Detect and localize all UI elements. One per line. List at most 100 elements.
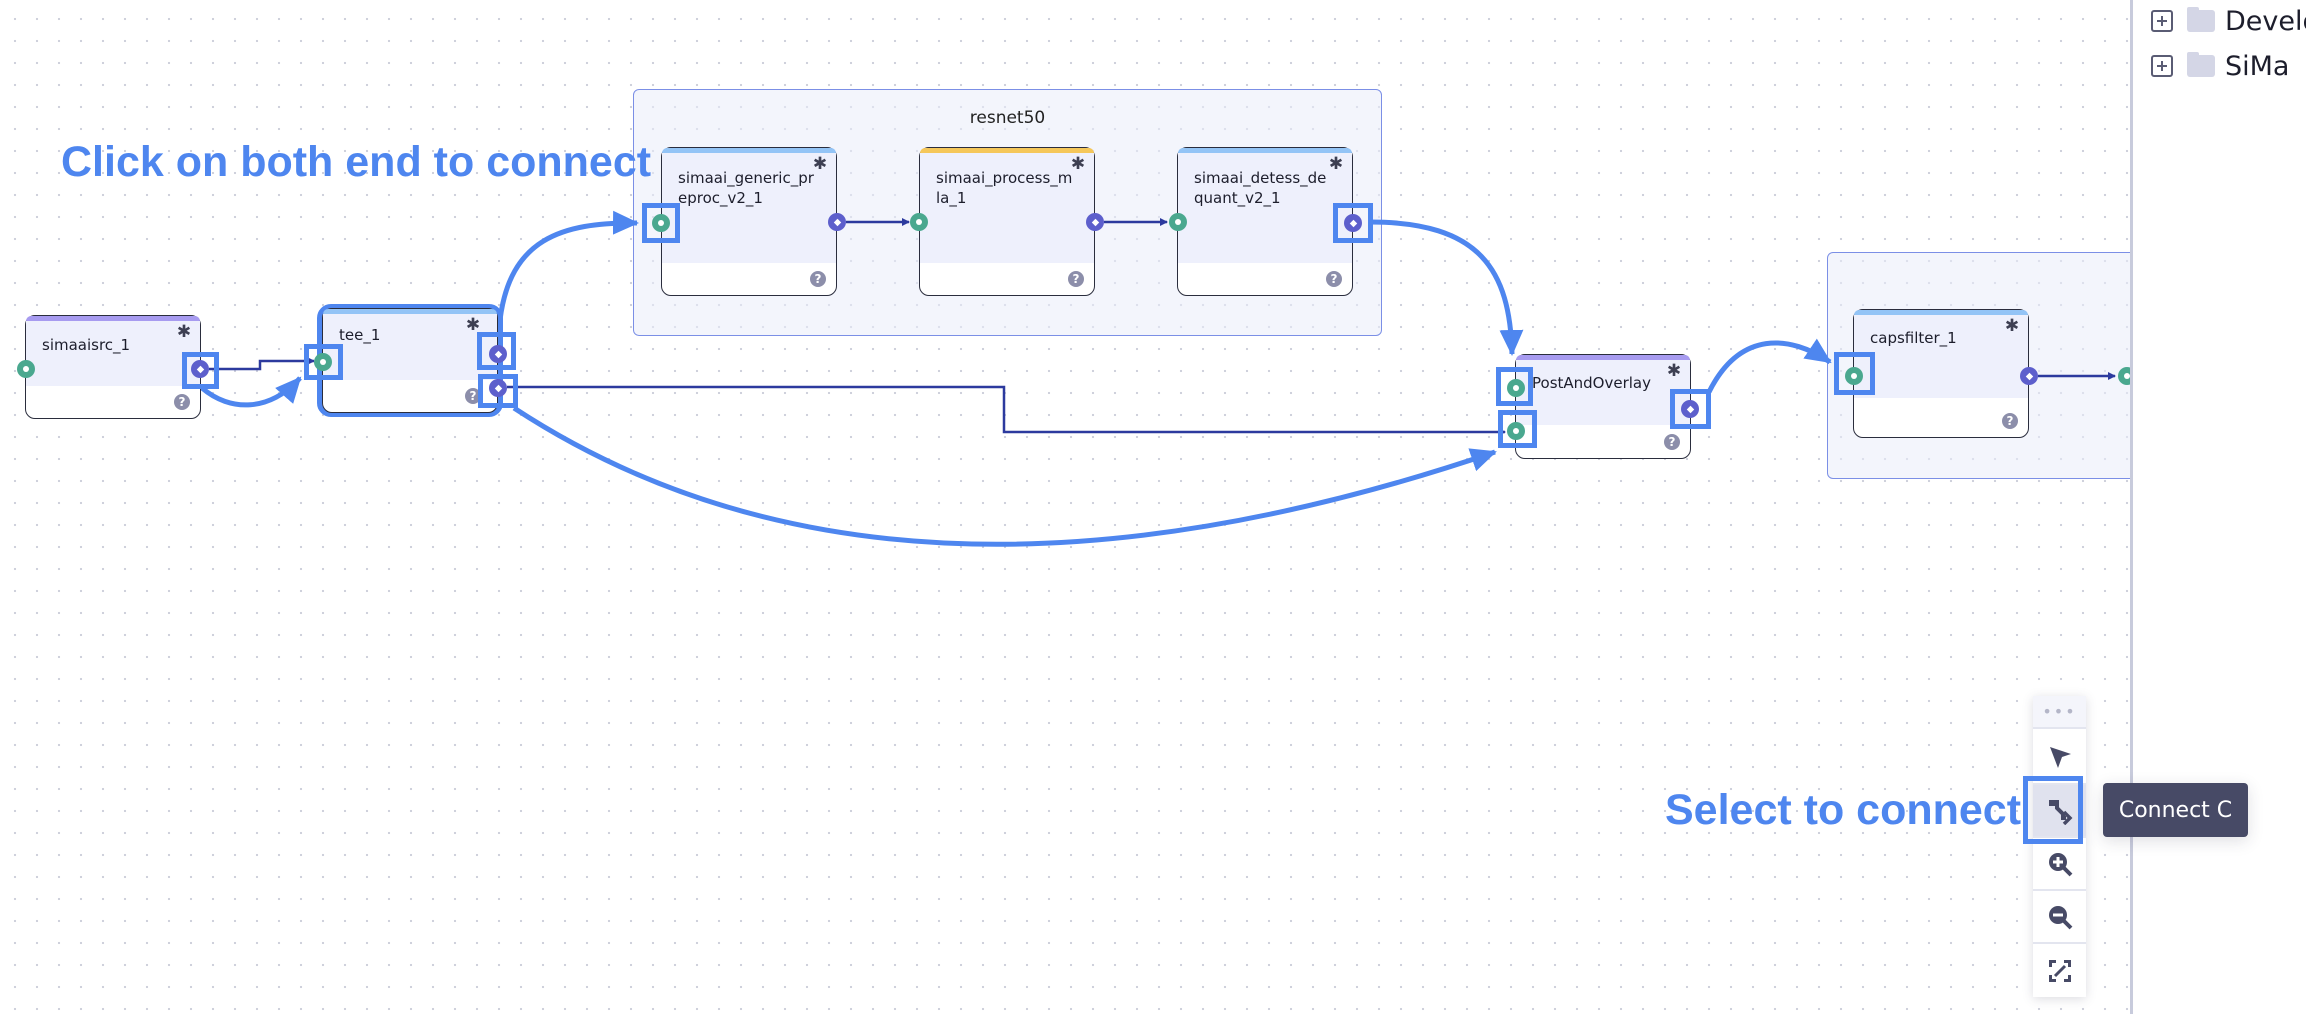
- gear-icon[interactable]: ✱: [1666, 361, 1682, 381]
- input-port-preproc[interactable]: [652, 214, 670, 232]
- highlight-box: [477, 332, 516, 370]
- gear-icon[interactable]: ✱: [812, 154, 828, 174]
- node-generic-preproc[interactable]: simaai_generic_preproc_v2_1 ✱ ?: [661, 147, 837, 296]
- pipeline-canvas[interactable]: resnet50 Click on both end to connect Se…: [0, 0, 2130, 1014]
- node-process-mla[interactable]: simaai_process_mla_1 ✱ ?: [919, 147, 1095, 296]
- highlight-box: [1333, 203, 1373, 243]
- output-port-detess[interactable]: [1344, 214, 1362, 232]
- edge-simaaisrc-tee[interactable]: [209, 357, 315, 371]
- gear-icon[interactable]: ✱: [2004, 316, 2020, 336]
- node-simaaisrc[interactable]: simaaisrc_1 ✱ ?: [25, 315, 201, 419]
- ellipsis-icon: •••: [2042, 702, 2077, 721]
- node-title: PostAndOverlay: [1532, 374, 1651, 392]
- node-postandoverlay[interactable]: PostAndOverlay ✱ ?: [1515, 354, 1691, 459]
- output-port-preproc[interactable]: [828, 213, 846, 231]
- gear-icon[interactable]: ✱: [1070, 154, 1086, 174]
- node-header: [1516, 355, 1690, 360]
- expand-plus-icon[interactable]: [2151, 55, 2173, 77]
- gear-icon[interactable]: ✱: [1328, 154, 1344, 174]
- tree-item-label: Develo: [2225, 5, 2306, 37]
- help-icon[interactable]: ?: [465, 388, 481, 404]
- zoom-out-button[interactable]: [2033, 891, 2086, 944]
- component-sidebar: Develo SiMa: [2130, 0, 2306, 1014]
- zoom-out-icon: [2048, 905, 2072, 929]
- highlight-box: [1834, 352, 1875, 395]
- tree-item-sima[interactable]: SiMa: [2151, 50, 2290, 82]
- node-header: [1854, 310, 2028, 315]
- node-capsfilter[interactable]: capsfilter_1 ✱ ?: [1853, 309, 2029, 438]
- node-title: simaaisrc_1: [42, 336, 131, 354]
- input-port-post-0[interactable]: [1507, 379, 1525, 397]
- node-body: [1854, 315, 2028, 398]
- highlight-box-connect-tool: [2023, 776, 2083, 844]
- annotation-arrow-detess-to-post: [1369, 219, 1524, 356]
- input-port-simaaisrc[interactable]: [17, 360, 35, 378]
- help-icon[interactable]: ?: [1664, 434, 1680, 450]
- folder-icon: [2187, 7, 2215, 32]
- annotation-select-to-connect: Select to connect: [1665, 786, 2022, 834]
- node-title: simaai_process_mla_1: [936, 169, 1073, 207]
- node-detess-dequant[interactable]: simaai_detess_dequant_v2_1 ✱ ?: [1177, 147, 1353, 296]
- annotation-arrow-tee-to-preproc: [497, 210, 639, 321]
- input-port-post-1[interactable]: [1507, 422, 1525, 440]
- annotation-arrow-tee-to-post: [512, 405, 1497, 547]
- node-title: capsfilter_1: [1870, 329, 1957, 347]
- zoom-in-button[interactable]: [2033, 838, 2086, 891]
- highlight-box: [1670, 389, 1711, 429]
- connect-tooltip: Connect C: [2103, 783, 2248, 837]
- node-body: [26, 321, 200, 386]
- output-port-simaaisrc[interactable]: [191, 360, 209, 378]
- fit-view-button[interactable]: [2033, 944, 2086, 997]
- help-icon[interactable]: ?: [2002, 413, 2018, 429]
- zoom-in-icon: [2048, 852, 2072, 876]
- select-tool-button[interactable]: [2033, 731, 2086, 785]
- tree-item-label: SiMa: [2225, 50, 2290, 82]
- input-port-detess[interactable]: [1169, 213, 1187, 231]
- connect-tool-button[interactable]: [2033, 785, 2086, 838]
- fit-screen-icon: [2048, 959, 2071, 982]
- annotation-arrow-post-to-caps: [1706, 338, 1832, 394]
- tree-item-develop[interactable]: Develo: [2151, 5, 2306, 37]
- highlight-box: [1496, 367, 1533, 406]
- toolbar-drag-handle[interactable]: •••: [2033, 696, 2086, 729]
- edge-tee-postandoverlay[interactable]: [507, 385, 1506, 436]
- output-port-mla[interactable]: [1086, 213, 1104, 231]
- node-body: [323, 314, 497, 380]
- canvas-toolbar: •••: [2033, 696, 2086, 997]
- node-header: [662, 148, 836, 153]
- output-port-post[interactable]: [1681, 400, 1699, 418]
- help-icon[interactable]: ?: [1326, 271, 1342, 287]
- highlight-box: [642, 203, 680, 243]
- highlight-box: [478, 374, 518, 408]
- input-port-tee[interactable]: [314, 353, 332, 371]
- gear-icon[interactable]: ✱: [465, 315, 481, 335]
- input-port-mla[interactable]: [910, 213, 928, 231]
- output-port-capsfilter[interactable]: [2020, 367, 2038, 385]
- folder-icon: [2187, 52, 2215, 77]
- cursor-icon: [2049, 747, 2071, 768]
- node-body: [662, 153, 836, 263]
- node-tee[interactable]: tee_1 ✱ ?: [322, 308, 498, 413]
- highlight-box: [182, 352, 219, 389]
- node-body: [1178, 153, 1352, 263]
- node-title: tee_1: [339, 326, 381, 344]
- node-body: [1516, 360, 1690, 425]
- expand-plus-icon[interactable]: [2151, 10, 2173, 32]
- annotation-arrow-src-to-tee: [200, 376, 302, 408]
- input-port-next[interactable]: [2118, 367, 2130, 385]
- output-port-tee-src0[interactable]: [489, 345, 507, 363]
- input-port-capsfilter[interactable]: [1845, 367, 1863, 385]
- group-label: resnet50: [969, 108, 1046, 128]
- help-icon[interactable]: ?: [174, 394, 190, 410]
- gear-icon[interactable]: ✱: [176, 322, 192, 342]
- help-icon[interactable]: ?: [1068, 271, 1084, 287]
- node-title: simaai_generic_preproc_v2_1: [678, 169, 814, 207]
- highlight-box: [304, 344, 343, 380]
- node-header: [1178, 148, 1352, 153]
- node-header: [920, 148, 1094, 153]
- highlight-box: [1498, 410, 1537, 448]
- node-header: [323, 309, 497, 314]
- help-icon[interactable]: ?: [810, 271, 826, 287]
- output-port-tee-src1[interactable]: [489, 379, 507, 397]
- annotation-connect-both-ends: Click on both end to connect: [61, 138, 652, 186]
